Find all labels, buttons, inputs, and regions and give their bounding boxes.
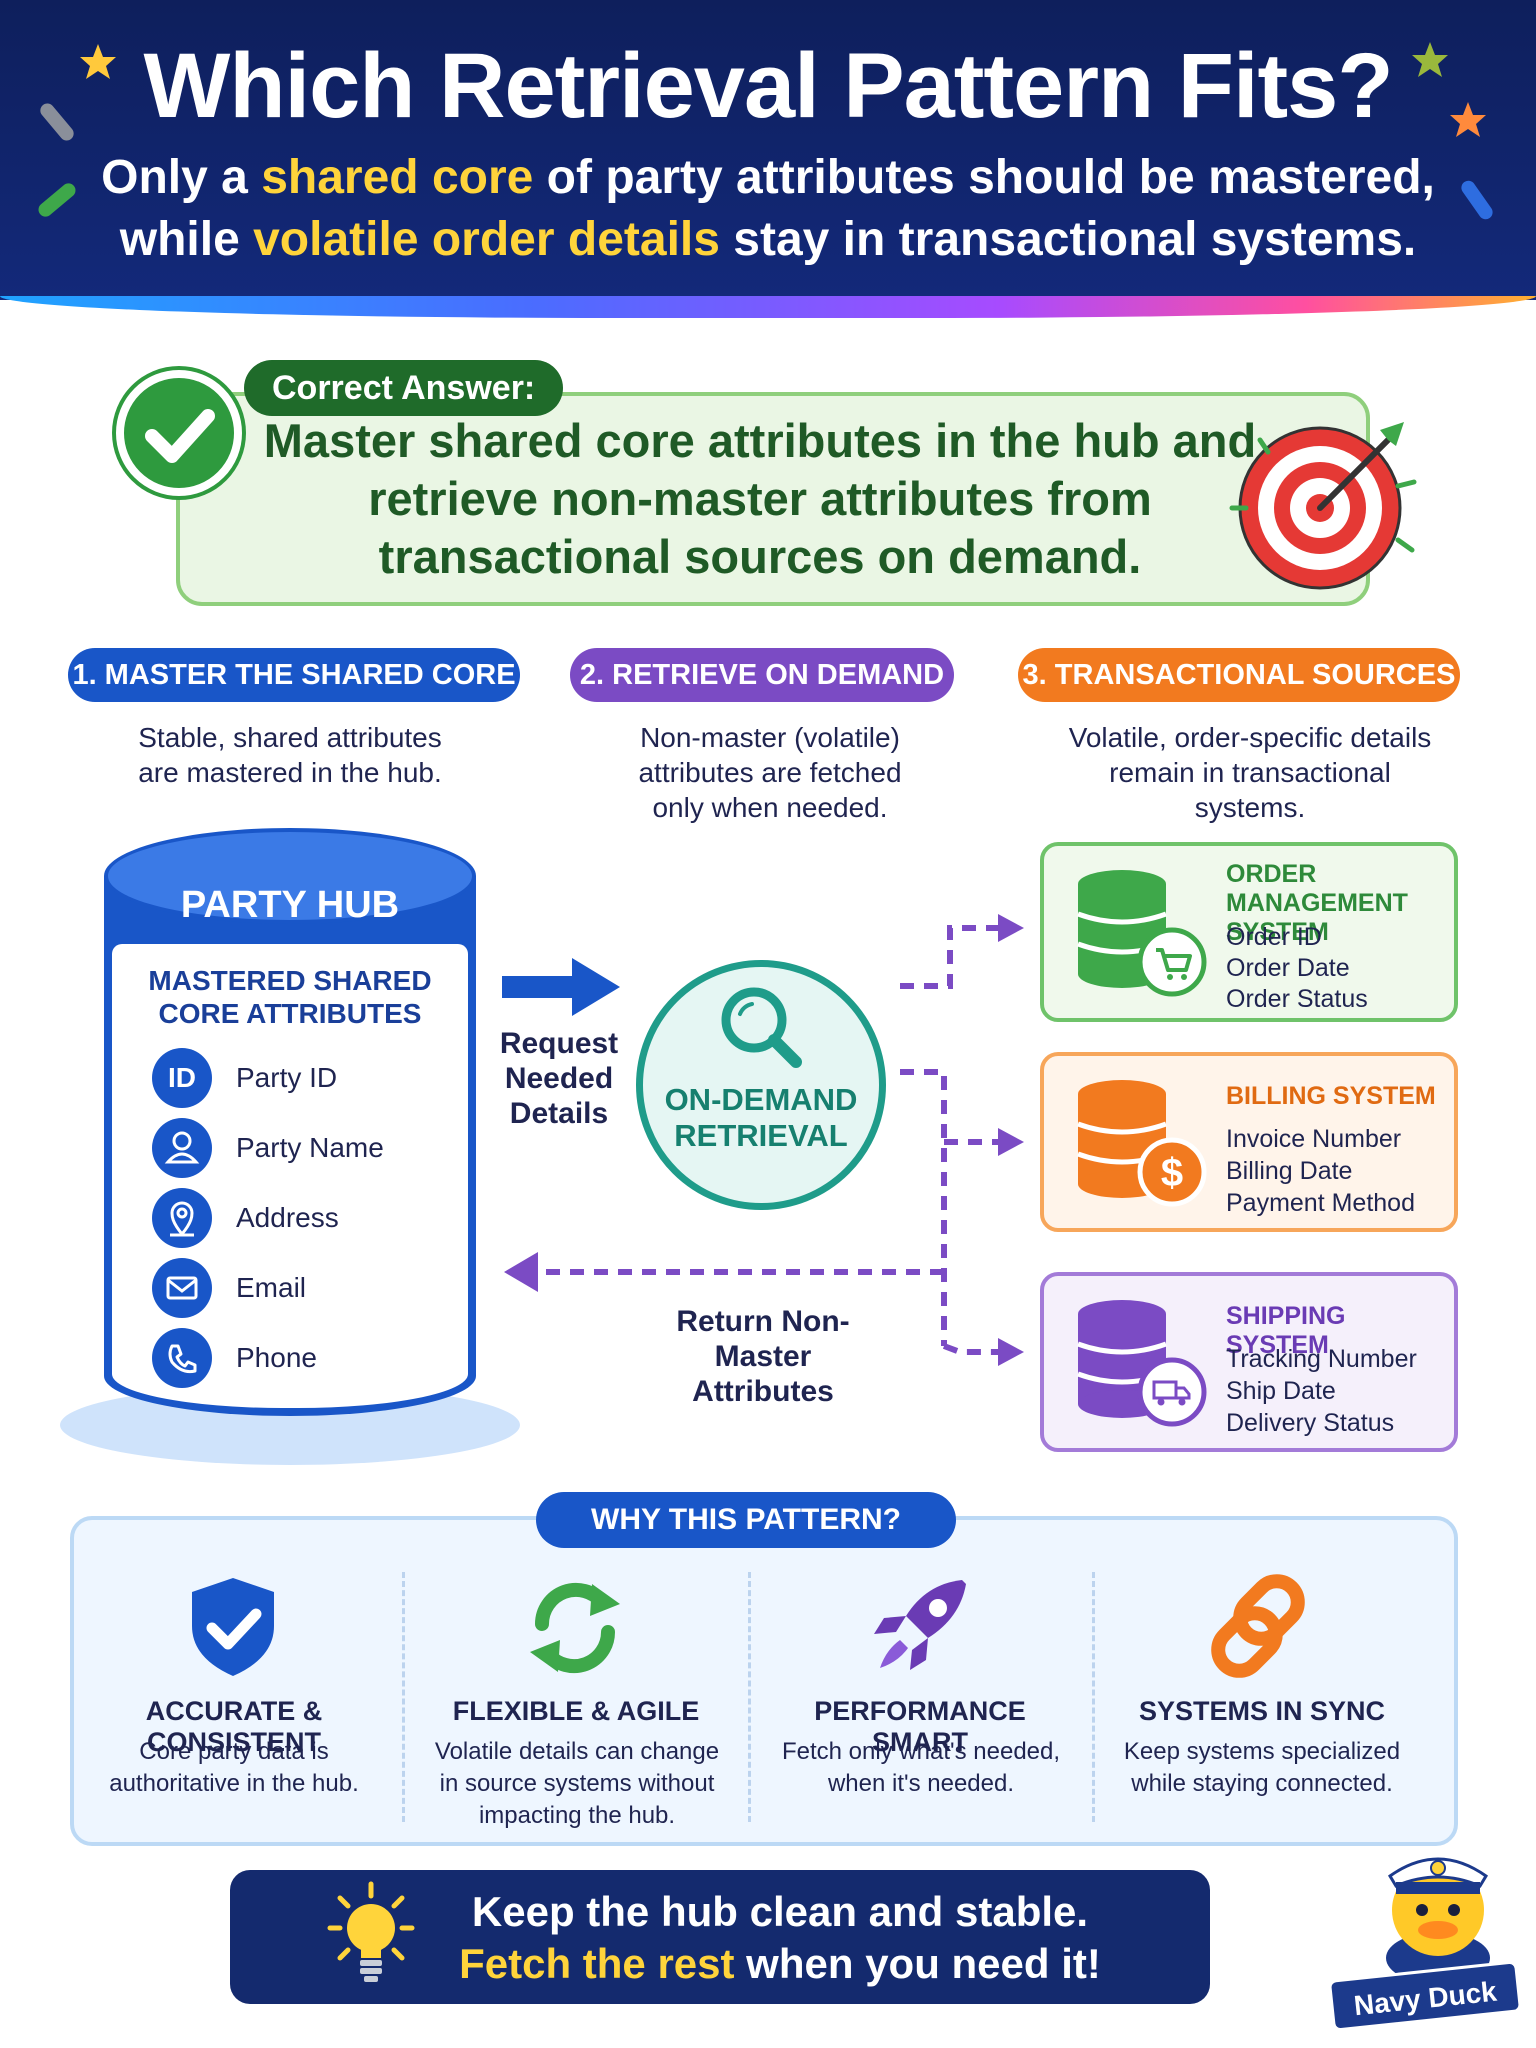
column-pill-sources: 3. TRANSACTIONAL SOURCES	[1018, 648, 1460, 702]
magnifier-icon	[721, 987, 802, 1068]
answer-text: Master shared core attributes in the hub…	[263, 414, 1257, 583]
subtitle-highlight: volatile order details	[253, 213, 720, 266]
database-dollar-icon: $	[1077, 1080, 1207, 1207]
attribute-label: Address	[236, 1202, 339, 1233]
link-icon	[1211, 1574, 1305, 1678]
header-gradient-bar	[0, 296, 1536, 318]
why-item-title: ACCURATE & CONSISTENT	[145, 1696, 323, 1757]
why-item-title: PERFORMANCE SMART	[814, 1696, 1026, 1757]
request-label: Request Needed Details	[499, 1027, 619, 1130]
duck-mascot-icon	[1386, 1857, 1490, 1982]
subtitle-line-1: Only a shared core of party attributes s…	[0, 150, 1536, 205]
subtitle-text: Only a	[101, 151, 262, 204]
return-label: Return Non-Master Attributes	[676, 1305, 850, 1408]
shipping-system-title: SHIPPING SYSTEM	[1226, 1302, 1346, 1359]
order-item: Order Status	[1226, 985, 1368, 1013]
why-item-title: FLEXIBLE & AGILE	[452, 1696, 700, 1726]
database-truck-icon	[1077, 1300, 1207, 1427]
billing-system-title: BILLING SYSTEM	[1226, 1082, 1436, 1110]
id-icon: ID	[152, 1048, 212, 1108]
shield-check-icon	[192, 1578, 274, 1676]
column-pill-retrieve: 2. RETRIEVE ON DEMAND	[570, 648, 954, 702]
why-item-desc: Core party data is authoritative in the …	[109, 1738, 359, 1797]
attribute-label: Party Name	[236, 1132, 384, 1163]
divider	[1092, 1572, 1095, 1822]
database-cart-icon	[1077, 870, 1207, 997]
why-item-desc: Volatile details can change in source sy…	[434, 1738, 720, 1829]
shipping-item: Ship Date	[1226, 1377, 1336, 1405]
star-icon	[1450, 102, 1486, 137]
divider	[748, 1572, 751, 1822]
why-item-title: SYSTEMS IN SYNC	[1138, 1696, 1386, 1726]
page-title: Which Retrieval Pattern Fits?	[143, 35, 1393, 137]
attribute-label: Email	[236, 1272, 307, 1303]
svg-text:$: $	[1161, 1151, 1183, 1195]
hub-panel-title: MASTERED SHARED CORE ATTRIBUTES	[148, 965, 432, 1029]
billing-item: Payment Method	[1226, 1189, 1415, 1217]
why-item-desc: Keep systems specialized while staying c…	[1123, 1738, 1401, 1797]
on-demand-retrieval-label: ON-DEMAND RETRIEVAL	[664, 1082, 858, 1153]
subtitle-text: while	[119, 213, 254, 266]
subtitle-line-2: while volatile order details stay in tra…	[0, 212, 1536, 267]
location-pin-icon	[152, 1188, 212, 1248]
column-desc-sources: Volatile, order-specific details remain …	[1068, 722, 1432, 823]
target-icon	[1229, 422, 1417, 590]
order-management-card	[1040, 842, 1458, 1022]
why-pattern-title: WHY THIS PATTERN?	[536, 1492, 956, 1548]
order-item: Order Date	[1226, 954, 1350, 982]
footer-callout	[230, 1870, 1210, 2004]
order-item: Order ID	[1226, 923, 1322, 951]
lightbulb-icon	[327, 1881, 415, 1982]
answer-box	[176, 392, 1370, 606]
header-banner	[0, 0, 1536, 300]
party-hub-title: PARTY HUB	[180, 884, 400, 926]
order-system-title: ORDER MANAGEMENT SYSTEM	[1226, 860, 1408, 946]
party-hub-top	[104, 828, 476, 924]
divider	[402, 1572, 405, 1822]
billing-item: Invoice Number	[1226, 1125, 1402, 1153]
star-icon	[1412, 42, 1448, 77]
why-pattern-box	[70, 1516, 1458, 1846]
phone-icon	[152, 1328, 212, 1388]
footer-line-1: Keep the hub clean and stable.	[471, 1888, 1089, 1935]
column-pill-master: 1. MASTER THE SHARED CORE	[68, 648, 520, 702]
subtitle-text: stay in transactional systems.	[719, 213, 1417, 266]
person-icon	[152, 1118, 212, 1178]
footer-highlight: Fetch the rest	[459, 1940, 735, 1987]
refresh-icon	[530, 1582, 620, 1674]
shipping-item: Delivery Status	[1226, 1409, 1395, 1437]
envelope-icon	[152, 1258, 212, 1318]
attribute-label: Party ID	[236, 1062, 338, 1093]
answer-tag: Correct Answer:	[244, 360, 564, 416]
footer-line-2: Fetch the rest when you need it!	[380, 1940, 1180, 1988]
column-desc-retrieve: Non-master (volatile) attributes are fet…	[638, 722, 902, 823]
subtitle-highlight: shared core	[261, 151, 534, 204]
star-icon	[80, 44, 116, 79]
shipping-item: Tracking Number	[1226, 1345, 1417, 1373]
attribute-label: Phone	[236, 1342, 317, 1373]
why-item-desc: Fetch only what's needed, when it's need…	[781, 1738, 1061, 1797]
subtitle-text: of party attributes should be mastered,	[533, 151, 1435, 204]
column-desc-master: Stable, shared attributes are mastered i…	[138, 722, 442, 788]
check-circle-icon	[116, 370, 242, 496]
footer-text: when you need it!	[734, 1940, 1101, 1987]
billing-item: Billing Date	[1226, 1157, 1353, 1185]
rocket-icon	[874, 1580, 966, 1670]
